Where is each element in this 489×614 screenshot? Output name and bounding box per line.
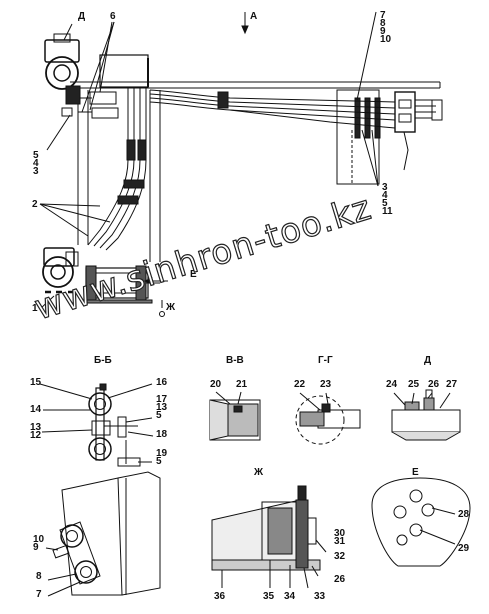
callout-36: 36 — [214, 591, 226, 602]
callout-25: 25 — [408, 379, 420, 390]
callout-10b: 10 — [33, 534, 45, 545]
callout-5a: 5 — [156, 410, 162, 421]
section-title-gg: Г-Г — [318, 355, 333, 366]
callout-stack-10-9: 10 9 — [33, 534, 45, 553]
callout-22: 22 — [294, 379, 306, 390]
callout-5r: 5 — [382, 198, 388, 209]
section-title-vv: В-В — [226, 355, 244, 366]
callout-4r: 4 — [382, 190, 388, 201]
callout-7: 7 — [380, 10, 386, 21]
callout-stack-19-5: 19 5 — [156, 448, 168, 467]
label-2: 2 — [32, 199, 38, 210]
callout-33: 33 — [314, 591, 326, 602]
callout-31: 31 — [334, 536, 346, 547]
callout-13r: 13 — [156, 402, 168, 413]
callout-35: 35 — [263, 591, 275, 602]
section-bb-drawing — [39, 383, 161, 597]
callout-stack-13-12: 13 12 — [30, 422, 42, 441]
section-title-e: Е — [412, 467, 419, 478]
callout-stack-mid-right: 3 4 5 11 — [382, 182, 393, 217]
callout-19: 19 — [156, 448, 168, 459]
top-roller-assembly — [44, 33, 81, 117]
callout-15: 15 — [30, 377, 42, 388]
callout-5l: 5 — [33, 150, 39, 161]
callout-3l: 3 — [33, 166, 39, 177]
bottom-roller-assembly — [42, 247, 79, 294]
callout-28: 28 — [458, 509, 470, 520]
section-e-drawing — [371, 477, 471, 567]
view-title-a: А — [250, 11, 258, 22]
main-frame-assembly — [70, 54, 443, 262]
callout-30: 30 — [334, 528, 346, 539]
callout-16: 16 — [156, 377, 168, 388]
callout-stack-17-13-5: 17 13 5 — [156, 394, 168, 421]
section-title-d: Д — [424, 355, 432, 366]
section-vv-drawing — [209, 391, 261, 441]
callout-10: 10 — [380, 34, 392, 45]
callout-7b: 7 — [36, 589, 42, 600]
callout-13: 13 — [30, 422, 42, 433]
label-d-main: Д — [78, 11, 86, 22]
hydraulic-cylinder — [81, 265, 160, 304]
callout-4l: 4 — [33, 158, 39, 169]
callout-3r: 3 — [382, 182, 388, 193]
callout-34: 34 — [284, 591, 296, 602]
callout-stack-top-right: 7 8 9 10 — [380, 10, 392, 45]
callout-9: 9 — [380, 26, 386, 37]
main-leaders — [39, 11, 379, 317]
callout-9b: 9 — [33, 542, 39, 553]
callout-12: 12 — [30, 430, 42, 441]
callout-21: 21 — [236, 379, 248, 390]
callout-18: 18 — [156, 429, 168, 440]
callout-24: 24 — [386, 379, 398, 390]
label-1: 1 — [32, 303, 38, 314]
callout-stack-30-31: 30 31 — [334, 528, 346, 547]
callout-5b: 5 — [156, 456, 162, 467]
callout-23: 23 — [320, 379, 332, 390]
callout-27: 27 — [446, 379, 458, 390]
section-gg-drawing — [295, 392, 361, 445]
callout-11: 11 — [382, 206, 393, 217]
callout-8: 8 — [380, 18, 386, 29]
callout-26: 26 — [428, 379, 440, 390]
label-e-main: Е — [190, 269, 197, 280]
section-d-drawing — [391, 389, 461, 441]
label-6: 6 — [110, 11, 116, 22]
callout-17: 17 — [156, 394, 168, 405]
section-title-zh: Ж — [254, 467, 264, 478]
callout-20: 20 — [210, 379, 222, 390]
callout-29: 29 — [458, 543, 470, 554]
callout-stack-left: 5 4 3 — [33, 150, 39, 177]
section-zh-drawing — [211, 485, 327, 589]
callout-26zh: 26 — [334, 574, 346, 585]
callout-8b: 8 — [36, 571, 42, 582]
callout-32: 32 — [334, 551, 346, 562]
section-title-bb: Б-Б — [94, 355, 112, 366]
callout-14: 14 — [30, 404, 42, 415]
label-zh-main: Ж — [166, 302, 176, 313]
